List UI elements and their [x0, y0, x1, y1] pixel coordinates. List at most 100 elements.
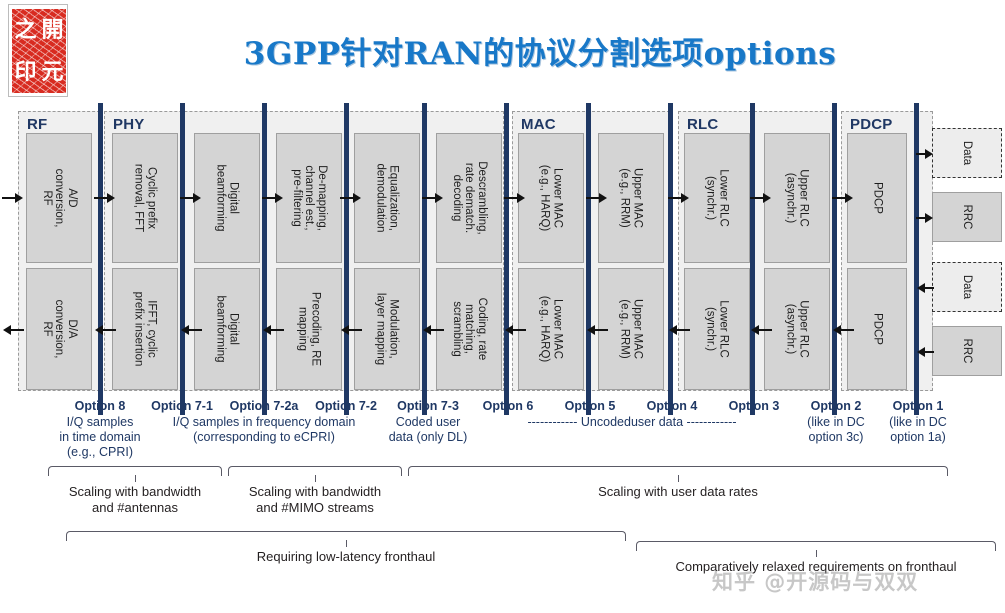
arrow-right-1	[94, 193, 115, 203]
endpoint-connector-data-uplink	[916, 149, 933, 159]
arrow-left-5	[423, 325, 444, 335]
bracket-user-data-rates	[408, 466, 948, 482]
option-number: Option 5	[564, 399, 616, 413]
block-label: Lower RLC(synchr.)	[705, 300, 730, 358]
option-label-option-8[interactable]: Option 8	[40, 399, 160, 413]
split-line-extension-10	[832, 393, 837, 415]
option-number: Option 7-2	[315, 399, 377, 413]
option-number: Option 6	[482, 399, 534, 413]
block-pdcp-dl: PDCP	[847, 268, 907, 390]
block-label: PDCP	[871, 313, 884, 345]
split-line-extension-9	[750, 393, 755, 415]
bracket-relaxed-fronthaul	[636, 541, 996, 557]
block-descrambling: Descrambling,rate dematch.decoding	[436, 133, 502, 263]
block-label: Upper RLC(asynchr.)	[785, 300, 810, 358]
option-label-option-7-3[interactable]: Option 7-3	[368, 399, 488, 413]
block-label: De-mapping,channel est.,pre-filtering	[290, 165, 328, 231]
arrow-left-10	[833, 325, 854, 335]
arrow-left-0	[3, 325, 24, 335]
block-label: Upper RLC(asynchr.)	[785, 169, 810, 227]
block-lower-mac-ul: Lower MAC(e.g., HARQ)	[518, 133, 584, 263]
block-label: Lower MAC(e.g., HARQ)	[539, 295, 564, 363]
split-line-2	[180, 103, 185, 395]
block-pdcp-ul: PDCP	[847, 133, 907, 263]
bracket-bandwidth-antennas	[48, 466, 222, 482]
option-number: Option 7-2a	[229, 399, 299, 413]
option-label-option-2[interactable]: Option 2	[776, 399, 896, 413]
option-label-option-7-1[interactable]: Option 7-1	[122, 399, 242, 413]
option-number: Option 7-1	[151, 399, 213, 413]
seal-char-1: 之	[14, 17, 37, 43]
bracket-stem	[135, 475, 136, 482]
seal-char-4: 元	[41, 59, 64, 85]
option-label-option-3[interactable]: Option 3	[694, 399, 814, 413]
arrow-left-9	[751, 325, 772, 335]
seal-char-3: 印	[14, 59, 37, 85]
split-line-8	[668, 103, 673, 395]
option-number: Option 7-3	[397, 399, 459, 413]
option-label-option-4[interactable]: Option 4	[612, 399, 732, 413]
block-label: Upper MAC(e.g., RRM)	[619, 167, 644, 229]
block-equalization: Equalization,demodulation	[354, 133, 420, 263]
endpoint-label: RRC	[961, 338, 973, 364]
arrow-right-7	[586, 193, 607, 203]
block-label: Lower MAC(e.g., HARQ)	[539, 164, 564, 232]
endpoint-data-uplink: Data	[932, 128, 1002, 178]
arrow-right-4	[340, 193, 361, 203]
option-number: Option 1	[892, 399, 944, 413]
option-label-option-7-2[interactable]: Option 7-2	[286, 399, 406, 413]
group-label-pdcp: PDCP	[850, 116, 893, 133]
option-label-option-6[interactable]: Option 6	[448, 399, 568, 413]
group-label-rf: RF	[27, 116, 48, 133]
watermark: 知乎 @开源码与双双	[712, 570, 919, 594]
option-label-option-7-2a[interactable]: Option 7-2a	[204, 399, 324, 413]
arrow-left-4	[341, 325, 362, 335]
block-lower-rlc-dl: Lower RLC(synchr.)	[684, 268, 750, 390]
split-line-3	[262, 103, 267, 395]
desc-iq-frequency-domain: I/Q samples in frequency domain(correspo…	[172, 415, 356, 444]
split-line-7	[586, 103, 591, 395]
arrow-left-6	[505, 325, 526, 335]
endpoint-label: Data	[961, 274, 973, 300]
split-line-4	[344, 103, 349, 395]
page-title: 3GPP针对RAN的协议分割选项options	[243, 36, 837, 72]
option-number: Option 4	[646, 399, 698, 413]
split-line-11	[914, 103, 919, 395]
arrow-left-2	[181, 325, 202, 335]
split-line-extension-7	[586, 393, 591, 415]
split-line-extension-2	[180, 393, 185, 415]
arrow-right-2	[180, 193, 201, 203]
split-line-extension-11	[914, 393, 919, 415]
arrow-left-3	[263, 325, 284, 335]
block-upper-rlc-dl: Upper RLC(asynchr.)	[764, 268, 830, 390]
arrow-right-5	[422, 193, 443, 203]
bracket-stem	[678, 475, 679, 482]
block-label: Lower RLC(synchr.)	[705, 169, 730, 227]
block-upper-mac-ul: Upper MAC(e.g., RRM)	[598, 133, 664, 263]
option-label-option-5[interactable]: Option 5	[530, 399, 650, 413]
desc-uncoded-user-data: ------------ Uncodeduser data ----------…	[527, 415, 737, 429]
option-label-option-1[interactable]: Option 1	[858, 399, 978, 413]
group-label-rlc: RLC	[687, 116, 719, 133]
split-line-5	[422, 103, 427, 395]
split-line-extension-8	[668, 393, 673, 415]
block-label: Equalization,demodulation	[375, 163, 400, 233]
arrow-right-9	[750, 193, 771, 203]
